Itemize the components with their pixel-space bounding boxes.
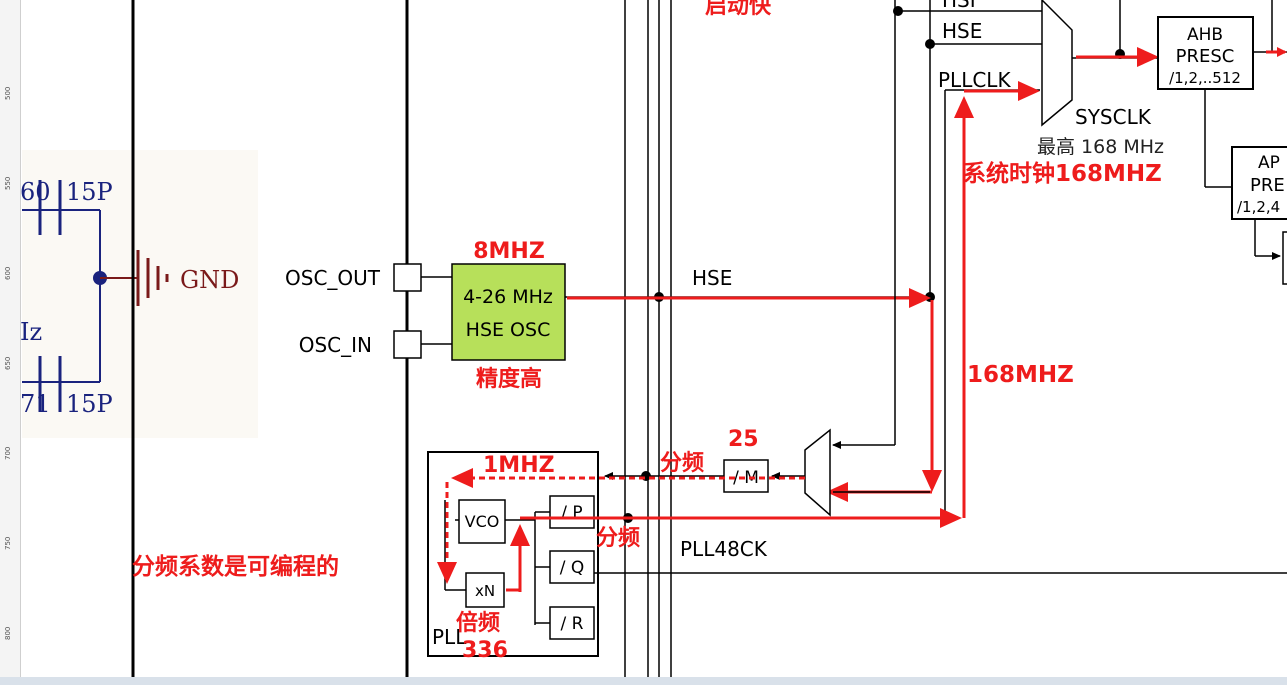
n-value-annotation: 336	[462, 638, 508, 663]
cap-bottom-label: 15P	[66, 390, 113, 418]
gnd-label: GND	[180, 266, 239, 294]
hse-line-label: HSE	[692, 266, 732, 290]
osc-out-label: OSC_OUT	[285, 266, 381, 290]
vco-box	[458, 499, 506, 544]
hse-precision-annotation: 精度高	[476, 366, 542, 392]
multiply-annotation: 倍频	[456, 610, 500, 636]
sysclk-annotation: 系统时钟168MHZ	[963, 160, 1162, 187]
cap-top-label: 15P	[66, 178, 113, 206]
freq-fragment: Iz	[20, 318, 42, 346]
ruler-number: 700	[4, 446, 12, 460]
hse-osc-name: HSE OSC	[466, 319, 551, 341]
ruler-number: 600	[4, 266, 12, 280]
bottom-scroll-bar[interactable]	[0, 677, 1287, 685]
div-m-label: / M	[733, 468, 759, 488]
cap-bottom-ref: 71	[20, 390, 51, 418]
osc-in-label: OSC_IN	[299, 333, 372, 357]
vco-label: VCO	[465, 512, 500, 531]
apb-line3: /1,2,4	[1237, 198, 1280, 216]
crystal-schematic: 60 15P Iz 71 15P GND	[20, 178, 239, 418]
ruler-number: 800	[4, 626, 12, 640]
ruler-number: 650	[4, 356, 12, 370]
mhz168-annotation: 168MHZ	[967, 362, 1074, 388]
div-m-box	[723, 459, 769, 493]
div-q-label: / Q	[560, 558, 585, 578]
ahb-presc-box	[1157, 16, 1254, 90]
pll-label: PLL	[432, 625, 467, 649]
osc-out-pin	[393, 263, 422, 292]
xn-box	[465, 572, 505, 608]
apb-line2: PRE	[1250, 175, 1285, 196]
hsi-fragment: HSI	[942, 0, 976, 12]
cap-top-ref: 60	[20, 178, 51, 206]
ruler-number: 500	[4, 86, 12, 100]
pllclk-label: PLLCLK	[938, 68, 1011, 92]
pll-source-mux	[804, 428, 831, 517]
vertical-ruler	[0, 0, 21, 685]
ahb-line2: PRESC	[1176, 46, 1235, 67]
div-r-label: / R	[561, 614, 584, 634]
apb-presc-box	[1231, 146, 1287, 220]
ruler-number: 750	[4, 536, 12, 550]
hse-top-label: HSE	[942, 19, 982, 43]
osc-in-pin	[393, 330, 422, 359]
div-p-label: / P	[561, 503, 582, 523]
div-annotation-2: 分频	[596, 526, 640, 551]
hse-8mhz-annotation: 8MHZ	[473, 239, 545, 264]
div-r-box	[549, 606, 595, 640]
div-annotation-1: 分频	[660, 451, 704, 476]
apb-line1: AP	[1258, 153, 1280, 173]
hse-osc-box	[451, 263, 566, 361]
one-mhz-annotation: 1MHZ	[483, 453, 555, 478]
sysclk-mux	[1041, 0, 1073, 127]
pll-block	[427, 451, 599, 657]
ahb-line3: /1,2,..512	[1169, 69, 1241, 87]
sysclk-max: 最高 168 MHz	[1037, 136, 1164, 158]
m-value-annotation: 25	[728, 427, 759, 452]
ahb-line1: AHB	[1187, 25, 1223, 45]
programmable-annotation: 分频系数是可编程的	[132, 553, 339, 580]
top-annotation: 启动快	[705, 0, 772, 19]
hse-osc-freq: 4-26 MHz	[463, 286, 553, 308]
gnd-icon	[136, 250, 169, 306]
ruler-number: 550	[4, 176, 12, 190]
sysclk-label: SYSCLK	[1075, 105, 1152, 129]
xn-label: xN	[475, 582, 495, 600]
div-q-box	[549, 550, 595, 584]
pll48ck-label: PLL48CK	[680, 537, 768, 561]
